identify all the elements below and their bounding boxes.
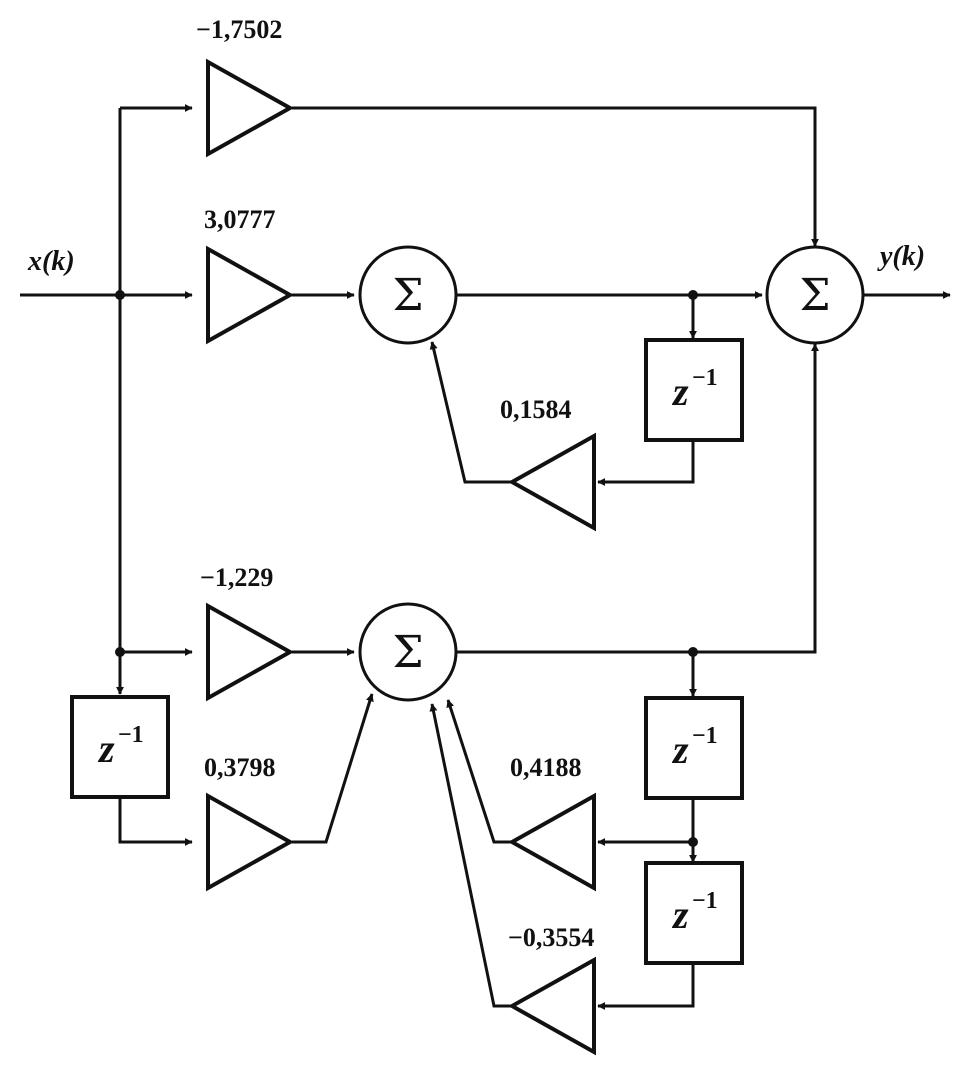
gain-block-2 [206, 245, 295, 345]
signal-wires [20, 104, 951, 1010]
delay-base: z [671, 369, 689, 414]
gain-block-1 [206, 58, 295, 158]
sigma-symbol: Σ [799, 270, 830, 321]
delay-exponent: −1 [118, 722, 144, 748]
junction-dot [688, 647, 698, 657]
gain-block-4 [206, 602, 295, 702]
delay-block-left: z −1 [70, 695, 170, 799]
gain-block-5 [206, 792, 295, 892]
delay-exponent: −1 [692, 365, 718, 391]
gain-block-3 [507, 432, 596, 532]
output-signal-label: y(k) [877, 241, 925, 272]
gain-label-1: −1,7502 [196, 15, 282, 44]
gain-label-2: 3,0777 [204, 205, 276, 234]
delay-block-1: z −1 [644, 338, 744, 442]
junction-dot [115, 647, 125, 657]
gain-block-6 [507, 792, 596, 892]
delay-exponent: −1 [692, 723, 718, 749]
gain-block-7 [507, 956, 596, 1056]
delay-base: z [671, 892, 689, 937]
input-signal-label: x(k) [27, 246, 75, 277]
sigma-symbol: Σ [392, 270, 423, 321]
junction-dot [688, 837, 698, 847]
junction-dot [115, 290, 125, 300]
delay-block-2: z −1 [644, 696, 744, 800]
gain-label-4: −1,229 [200, 563, 273, 592]
gain-label-3: 0,1584 [500, 395, 572, 424]
gain-label-6: 0,4188 [510, 753, 582, 782]
junction-dot [688, 290, 698, 300]
gain-label-5: 0,3798 [204, 753, 276, 782]
summing-junction-1: Σ [358, 245, 458, 345]
delay-exponent: −1 [692, 888, 718, 914]
delay-base: z [671, 727, 689, 772]
summing-junction-2: Σ [358, 602, 458, 702]
summing-junction-output: Σ [765, 245, 865, 345]
junction-dots [115, 290, 698, 847]
delay-base: z [97, 726, 115, 771]
gain-label-7: −0,3554 [508, 923, 594, 952]
delay-block-3: z −1 [644, 861, 744, 965]
sigma-symbol: Σ [392, 627, 423, 678]
